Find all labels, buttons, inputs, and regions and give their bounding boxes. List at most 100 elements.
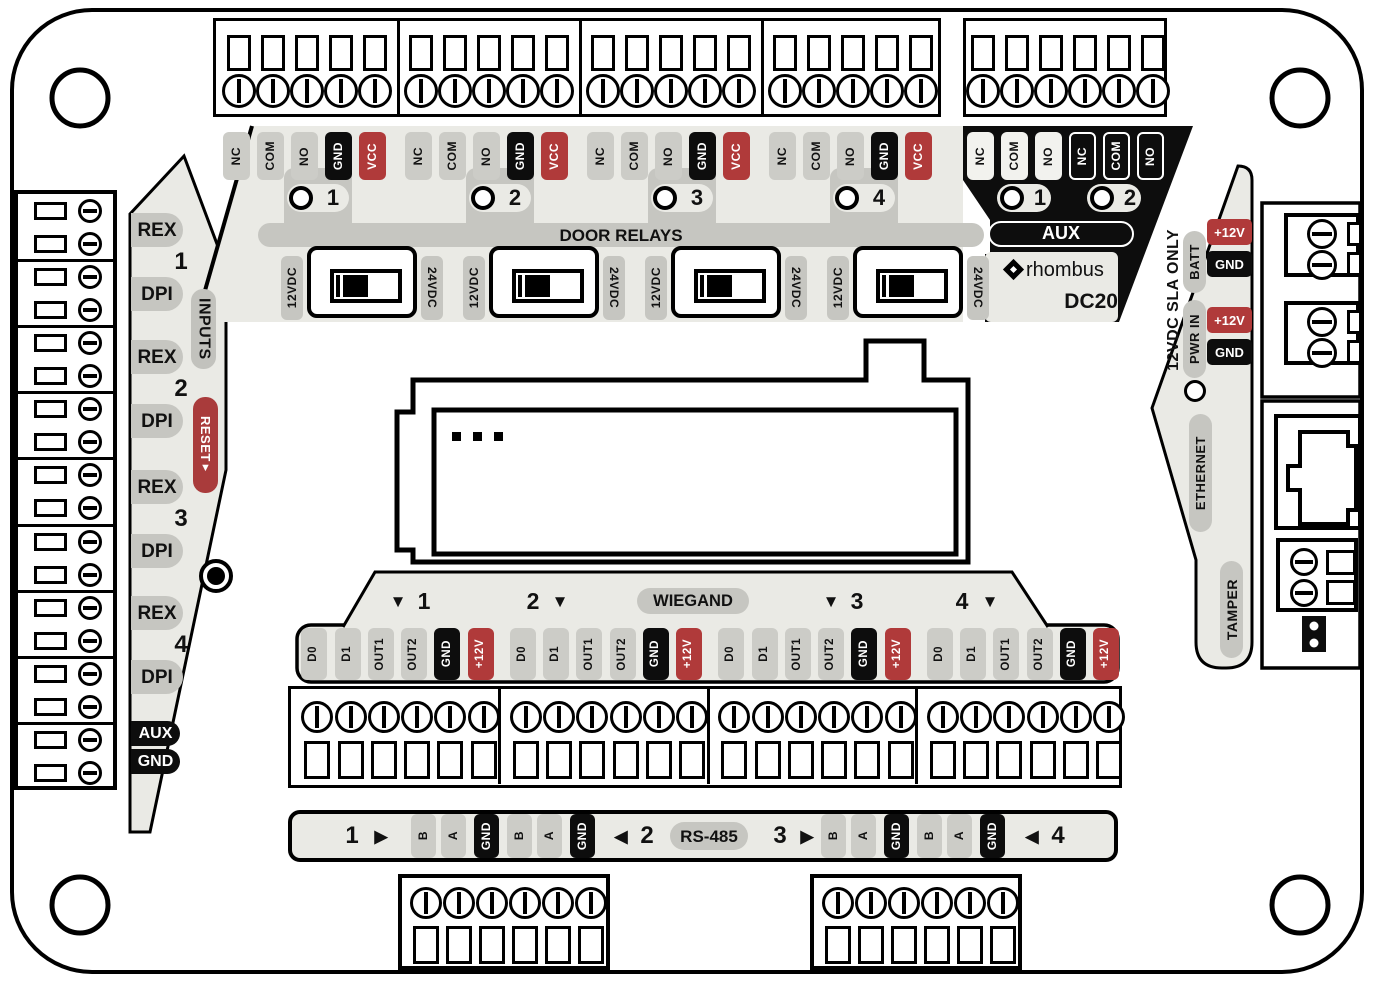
screw-terminal — [509, 701, 542, 733]
relay-1-pin-label: COM — [263, 141, 277, 171]
screw-slot — [305, 79, 309, 103]
screw-terminal — [642, 701, 675, 733]
screw-slot — [83, 340, 97, 345]
wiegand-port-number: 1 — [417, 587, 431, 614]
screw-slot — [555, 892, 560, 914]
wire-slot — [304, 741, 331, 779]
reset-button[interactable] — [199, 559, 233, 593]
switch-24vdc-label-label: 24VDC — [789, 267, 803, 309]
tamper-terminal-block — [1276, 538, 1358, 612]
relay-led — [289, 186, 313, 210]
wiegand-pin: D0 — [926, 628, 953, 680]
input-tail-label: AUX — [138, 724, 173, 742]
wiegand-pin-label: D0 — [307, 646, 320, 662]
screw-terminal — [1290, 548, 1318, 576]
voltage-switch-gap — [704, 275, 707, 297]
relay-number: 2 — [508, 185, 522, 210]
screw-slot — [83, 671, 97, 676]
wiegand-port-marker-icon: ▼ — [822, 591, 840, 611]
screw-terminal — [222, 74, 256, 108]
screw-slot — [1295, 560, 1313, 564]
terminal-block-divider — [18, 722, 113, 726]
screw-slot — [656, 706, 661, 728]
terminal-block-divider — [915, 689, 918, 784]
aux-banner — [988, 221, 1134, 247]
screw-terminal — [620, 74, 654, 108]
screw-terminal — [1307, 338, 1337, 368]
door-relays-band — [258, 223, 984, 247]
screw-terminal — [586, 74, 620, 108]
wiegand-pin-label: D0 — [724, 646, 737, 662]
input-number: 4 — [174, 631, 188, 658]
voltage-switch[interactable] — [307, 246, 417, 318]
voltage-switch-toggle[interactable] — [518, 275, 550, 297]
screw-terminal — [358, 74, 392, 108]
screw-terminal — [467, 701, 500, 733]
sla-note: 12VDC SLA ONLY — [1160, 190, 1188, 410]
wiegand-pin: OUT1 — [993, 628, 1020, 680]
voltage-switch[interactable] — [853, 246, 963, 318]
screw-terminal — [540, 74, 574, 108]
wiegand-port-number: 3 — [850, 587, 864, 614]
relay-2-pin-label: NC — [411, 146, 425, 166]
voltage-switch-toggle[interactable] — [882, 275, 914, 297]
screw-slot — [851, 79, 855, 103]
wire-slot — [545, 35, 569, 71]
mounting-hole — [49, 67, 111, 129]
screw-terminal — [438, 74, 472, 108]
aux-pin: NC — [966, 132, 994, 180]
relay-3-pin: GND — [688, 132, 716, 180]
screw-terminal — [78, 728, 102, 753]
voltage-switch[interactable] — [489, 246, 599, 318]
aux-pin-label: COM — [1109, 141, 1123, 171]
wiegand-pin-label: +12V — [1099, 639, 1112, 669]
screw-slot — [1040, 706, 1045, 728]
wire-slot — [887, 741, 914, 779]
rs485-pin: A — [946, 814, 972, 858]
wire-slot — [625, 35, 649, 71]
screw-slot — [83, 506, 97, 511]
voltage-switch[interactable] — [671, 246, 781, 318]
screw-terminal — [508, 887, 541, 919]
screw-terminal — [334, 701, 367, 733]
screw-terminal — [78, 397, 102, 422]
screw-terminal — [1307, 307, 1337, 337]
screw-slot — [83, 539, 97, 544]
screw-terminal — [301, 701, 334, 733]
voltage-switch-toggle[interactable] — [700, 275, 732, 297]
screw-slot — [521, 79, 525, 103]
screw-terminal — [821, 887, 854, 919]
mounting-hole — [49, 874, 111, 936]
screw-slot — [1312, 320, 1332, 324]
wire-slot — [437, 741, 464, 779]
terminal-block-divider — [578, 21, 582, 114]
input-label-pill — [131, 534, 183, 568]
wire-slot — [1073, 35, 1097, 71]
screw-slot — [901, 892, 906, 914]
screw-slot — [237, 79, 241, 103]
wire-slot — [1347, 222, 1362, 246]
screw-slot — [934, 892, 939, 914]
wire-slot — [971, 35, 995, 71]
relay-2-pin-label: NO — [479, 146, 493, 166]
wire-slot — [295, 35, 319, 71]
screw-terminal — [475, 887, 508, 919]
terminal-block-divider — [18, 523, 113, 527]
voltage-switch-toggle[interactable] — [336, 275, 368, 297]
wire-slot — [329, 35, 353, 71]
wiegand-pin-label: D0 — [932, 646, 945, 662]
input-dpi-label: DPI — [141, 666, 173, 688]
pwr-in-led — [1184, 380, 1206, 402]
screw-slot — [737, 79, 741, 103]
relay-4-pin: GND — [870, 132, 898, 180]
screw-terminal — [472, 74, 506, 108]
wire-slot — [577, 926, 604, 964]
relay-3-pin-label: COM — [627, 141, 641, 171]
screw-terminal — [401, 701, 434, 733]
wire-slot — [470, 741, 497, 779]
rs485-pin-label: B — [826, 831, 840, 841]
aux-pin: NO — [1034, 132, 1062, 180]
screw-slot — [83, 605, 97, 610]
screw-terminal — [836, 74, 870, 108]
wiegand-pin: D0 — [301, 628, 328, 680]
